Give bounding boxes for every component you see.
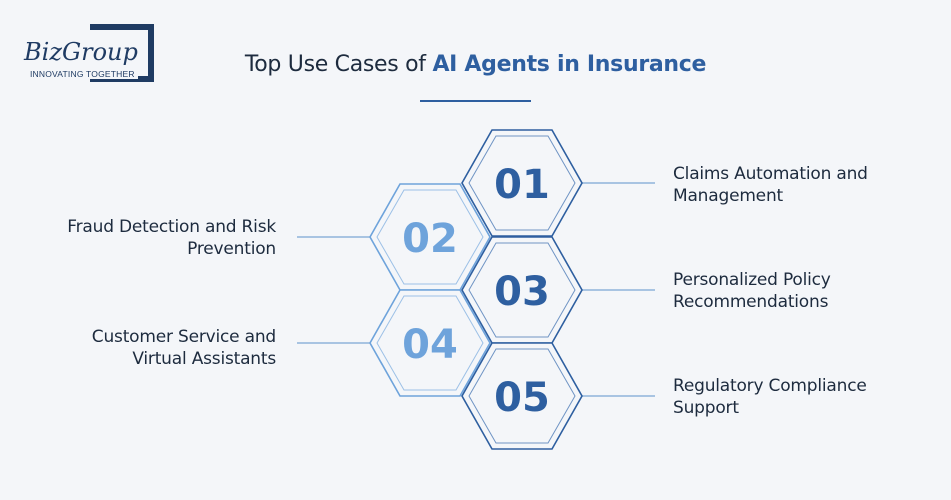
number-04: 04 [402, 322, 458, 368]
label-regulatory-compliance: Regulatory Compliance Support [673, 375, 903, 419]
logo-tagline: INNOVATING TOGETHER [30, 69, 138, 79]
label-04-line1: Customer Service and [91, 327, 276, 347]
label-customer-service: Customer Service and Virtual Assistants [46, 326, 276, 370]
label-05-line1: Regulatory Compliance [673, 376, 867, 396]
number-01: 01 [494, 162, 550, 208]
label-03-line1: Personalized Policy [673, 270, 831, 290]
label-fraud-detection: Fraud Detection and Risk Prevention [46, 216, 276, 260]
logo-frame [90, 24, 154, 82]
title-highlight: AI Agents in Insurance [432, 52, 707, 77]
label-02-line2: Prevention [187, 239, 276, 259]
number-05: 05 [494, 375, 550, 421]
logo-text: BizGroup [24, 38, 142, 66]
label-01-line1: Claims Automation and [673, 164, 868, 184]
hexagon-01 [461, 129, 583, 237]
label-01-line2: Management [673, 186, 783, 206]
label-personalized-policy: Personalized Policy Recommendations [673, 269, 903, 313]
title-prefix: Top Use Cases of [244, 52, 433, 77]
label-05-line2: Support [673, 398, 739, 418]
label-02-line1: Fraud Detection and Risk [67, 217, 276, 237]
label-04-line2: Virtual Assistants [132, 349, 276, 369]
title-underline [420, 100, 531, 102]
page-title: Top Use Cases of AI Agents in Insurance [0, 52, 951, 77]
label-03-line2: Recommendations [673, 292, 829, 312]
label-claims-automation: Claims Automation and Management [673, 163, 903, 207]
bizgroup-logo: BizGroup INNOVATING TOGETHER [24, 24, 164, 84]
hexagon-05 [461, 342, 583, 450]
hexagon-04 [369, 289, 491, 397]
number-02: 02 [402, 216, 458, 262]
number-03: 03 [494, 269, 550, 315]
